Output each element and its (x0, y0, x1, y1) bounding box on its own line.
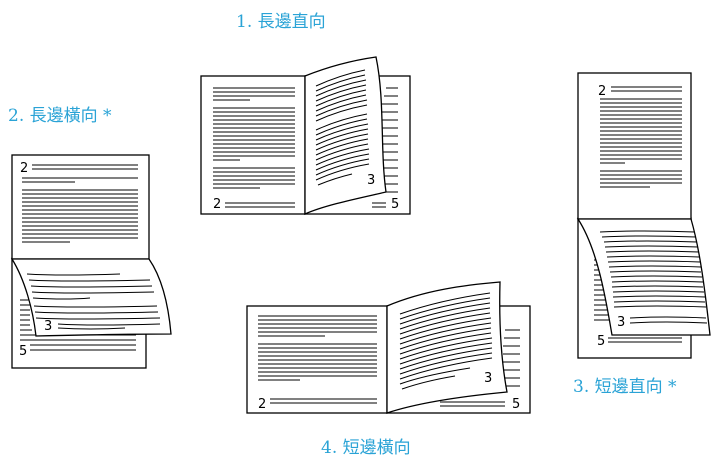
page-number-2: 2 (20, 161, 28, 176)
page-number-2: 2 (598, 84, 606, 99)
page-number-5: 5 (512, 397, 520, 412)
page-number-3: 3 (617, 315, 625, 330)
page-number-5: 5 (19, 344, 27, 359)
front-sheet: 2 (12, 155, 149, 259)
page-number-3: 3 (484, 371, 492, 386)
illustration-long-edge-landscape: 5 2 (12, 155, 171, 368)
page-number-3: 3 (367, 173, 375, 188)
left-page: 2 (201, 76, 305, 214)
page-number-5: 5 (391, 197, 399, 212)
illustration-short-edge-portrait: 5 2 (578, 73, 710, 358)
turning-page: 3 (387, 282, 507, 413)
turning-page: 3 (305, 57, 386, 214)
page-number-2: 2 (213, 197, 221, 212)
left-page: 2 (247, 306, 387, 413)
illustration-long-edge-portrait: 2 5 (201, 57, 410, 214)
page-number-5: 5 (597, 334, 605, 349)
page-number-2: 2 (258, 397, 266, 412)
turning-sheet: 3 (12, 259, 171, 336)
front-sheet: 2 (578, 73, 691, 219)
page-number-3: 3 (44, 319, 52, 334)
illustration-short-edge-landscape: 2 5 3 (247, 282, 530, 413)
